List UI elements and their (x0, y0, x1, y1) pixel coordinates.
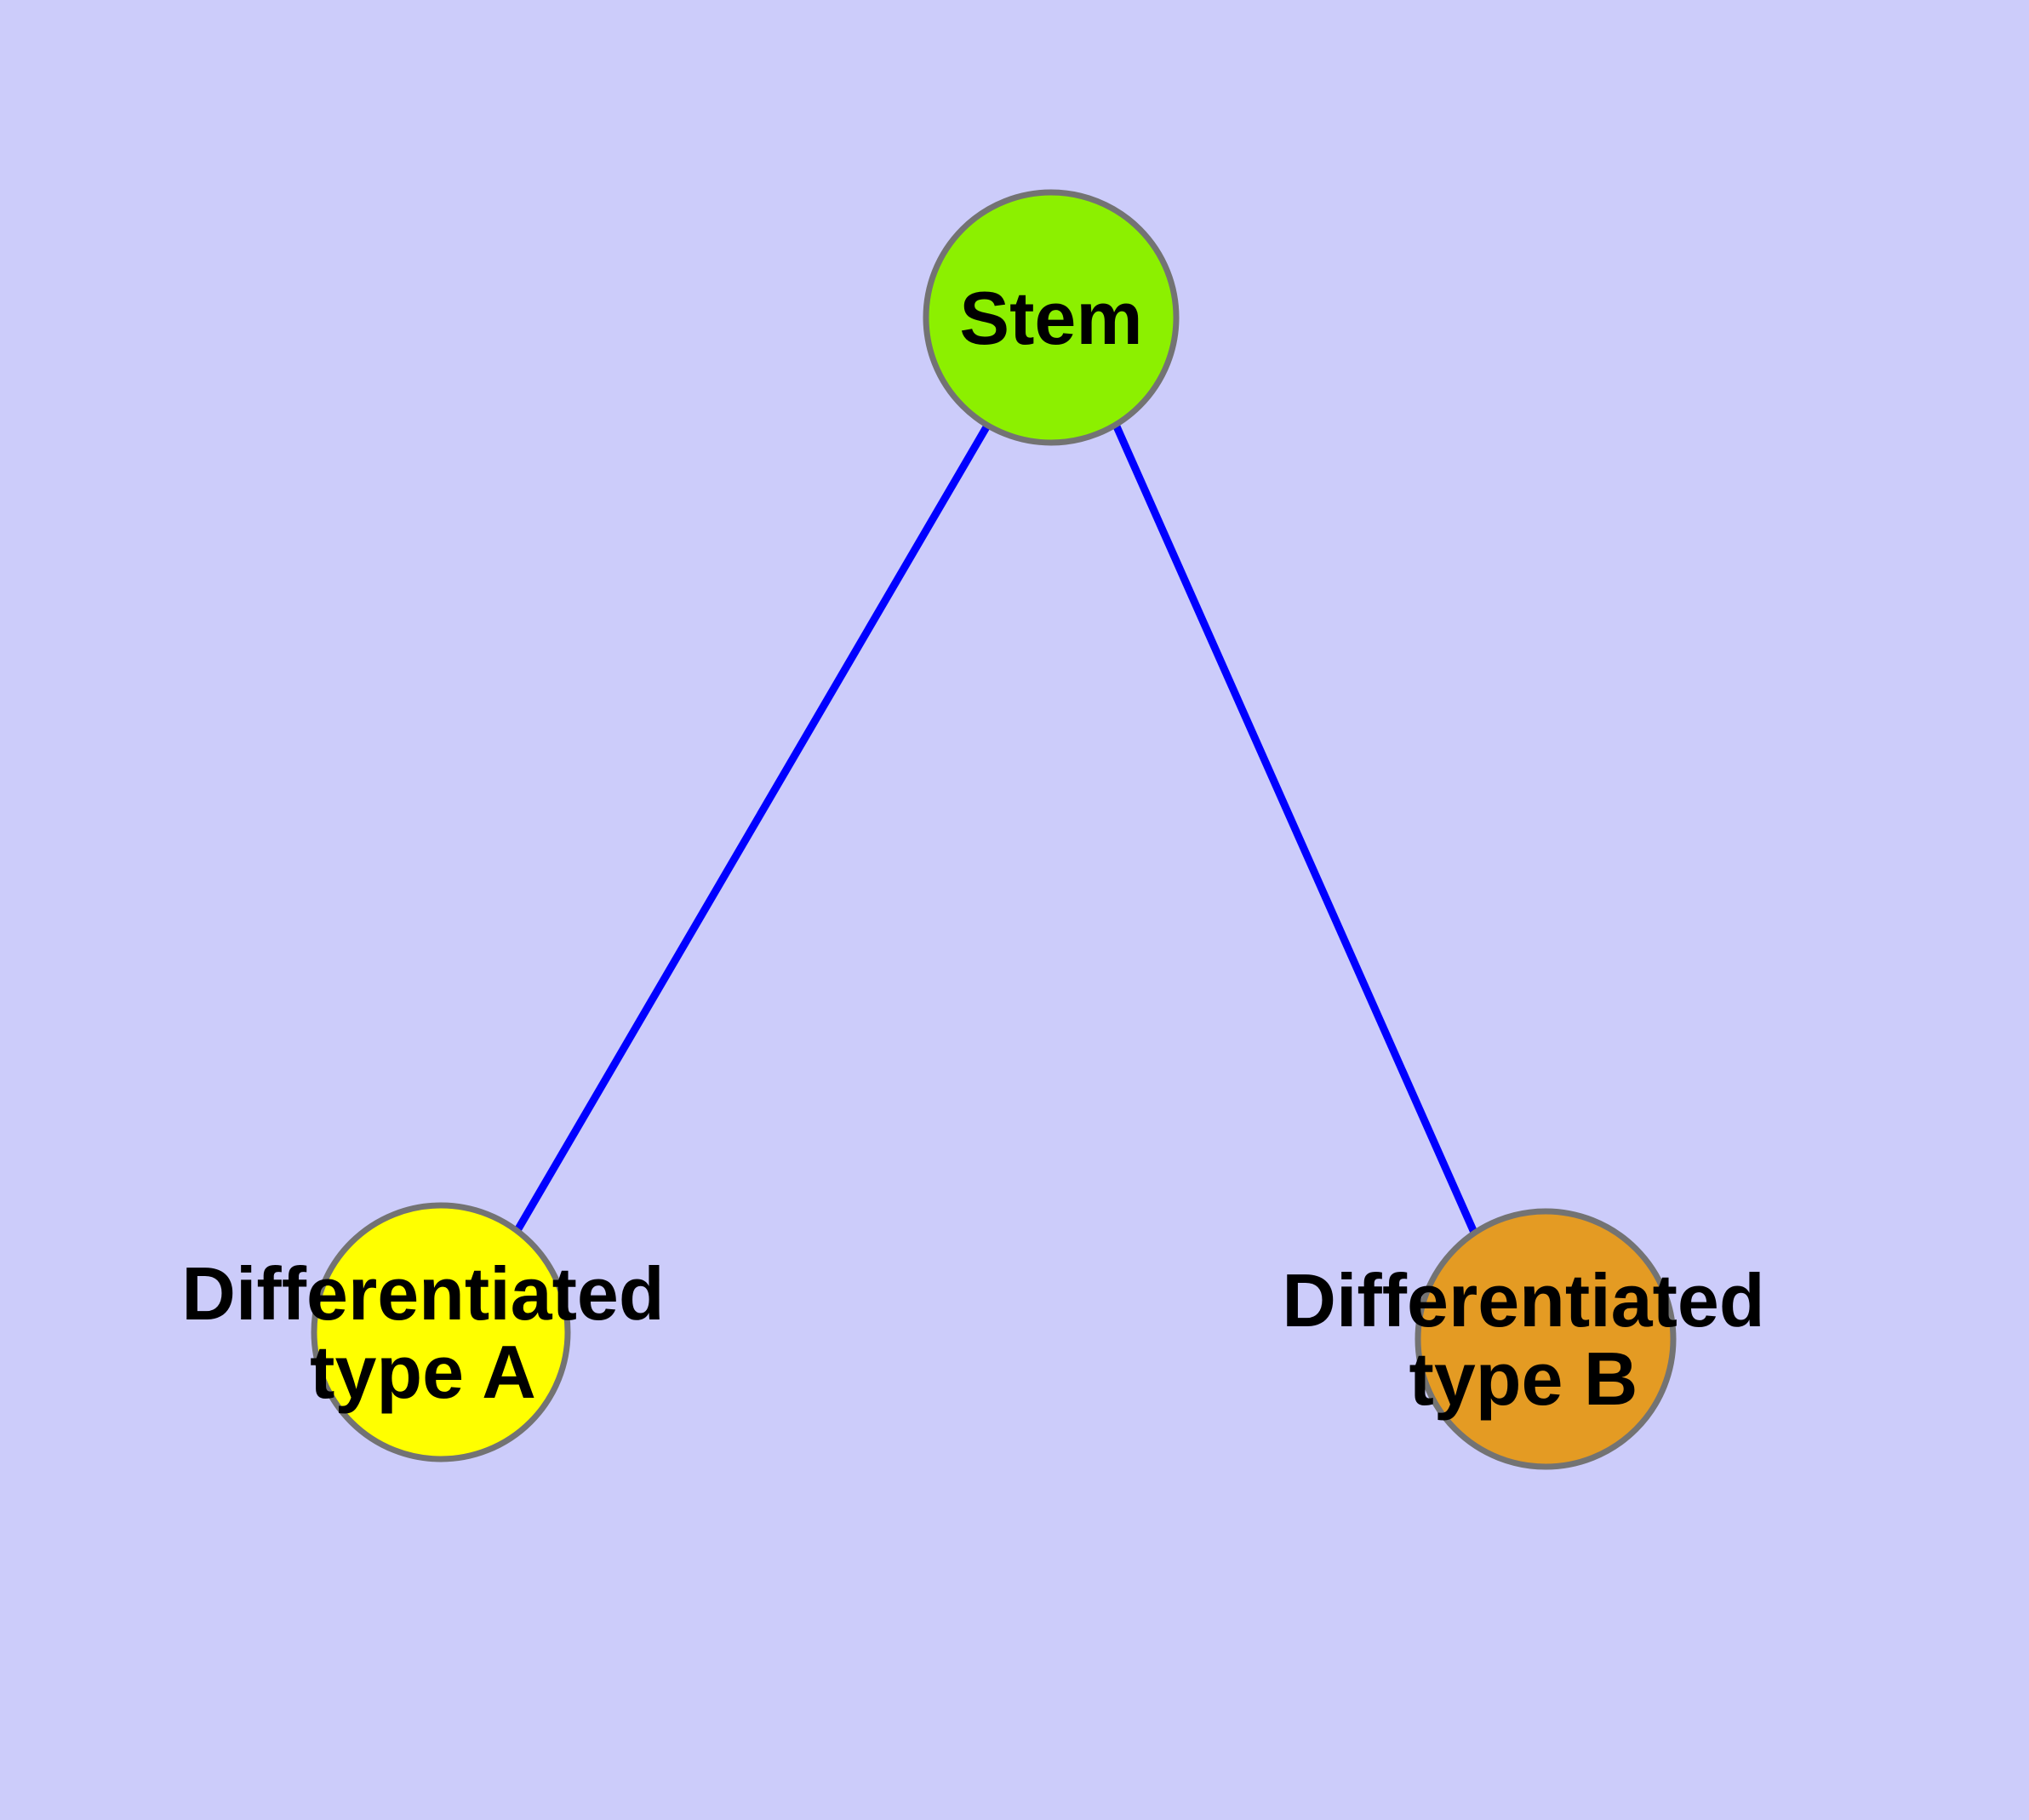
node-label-line: Stem (959, 276, 1142, 360)
node-circle-diff_b[interactable] (1415, 1208, 1677, 1470)
node-circle-stem[interactable] (923, 189, 1180, 446)
node-stem[interactable]: Stem (923, 189, 1180, 446)
node-label-line: Differentiated (181, 1251, 664, 1336)
node-circle-diff_a[interactable] (311, 1202, 571, 1462)
edges-layer (513, 423, 1479, 1236)
edge-stem-diff-b[interactable] (1112, 425, 1479, 1236)
edge-stem-diff-a[interactable] (513, 423, 991, 1234)
node-label-line: type B (1409, 1336, 1638, 1421)
node-label-line: Differentiated (1282, 1258, 1764, 1342)
node-label-line: type A (310, 1330, 536, 1414)
node-label-stem: Stem (959, 276, 1142, 360)
